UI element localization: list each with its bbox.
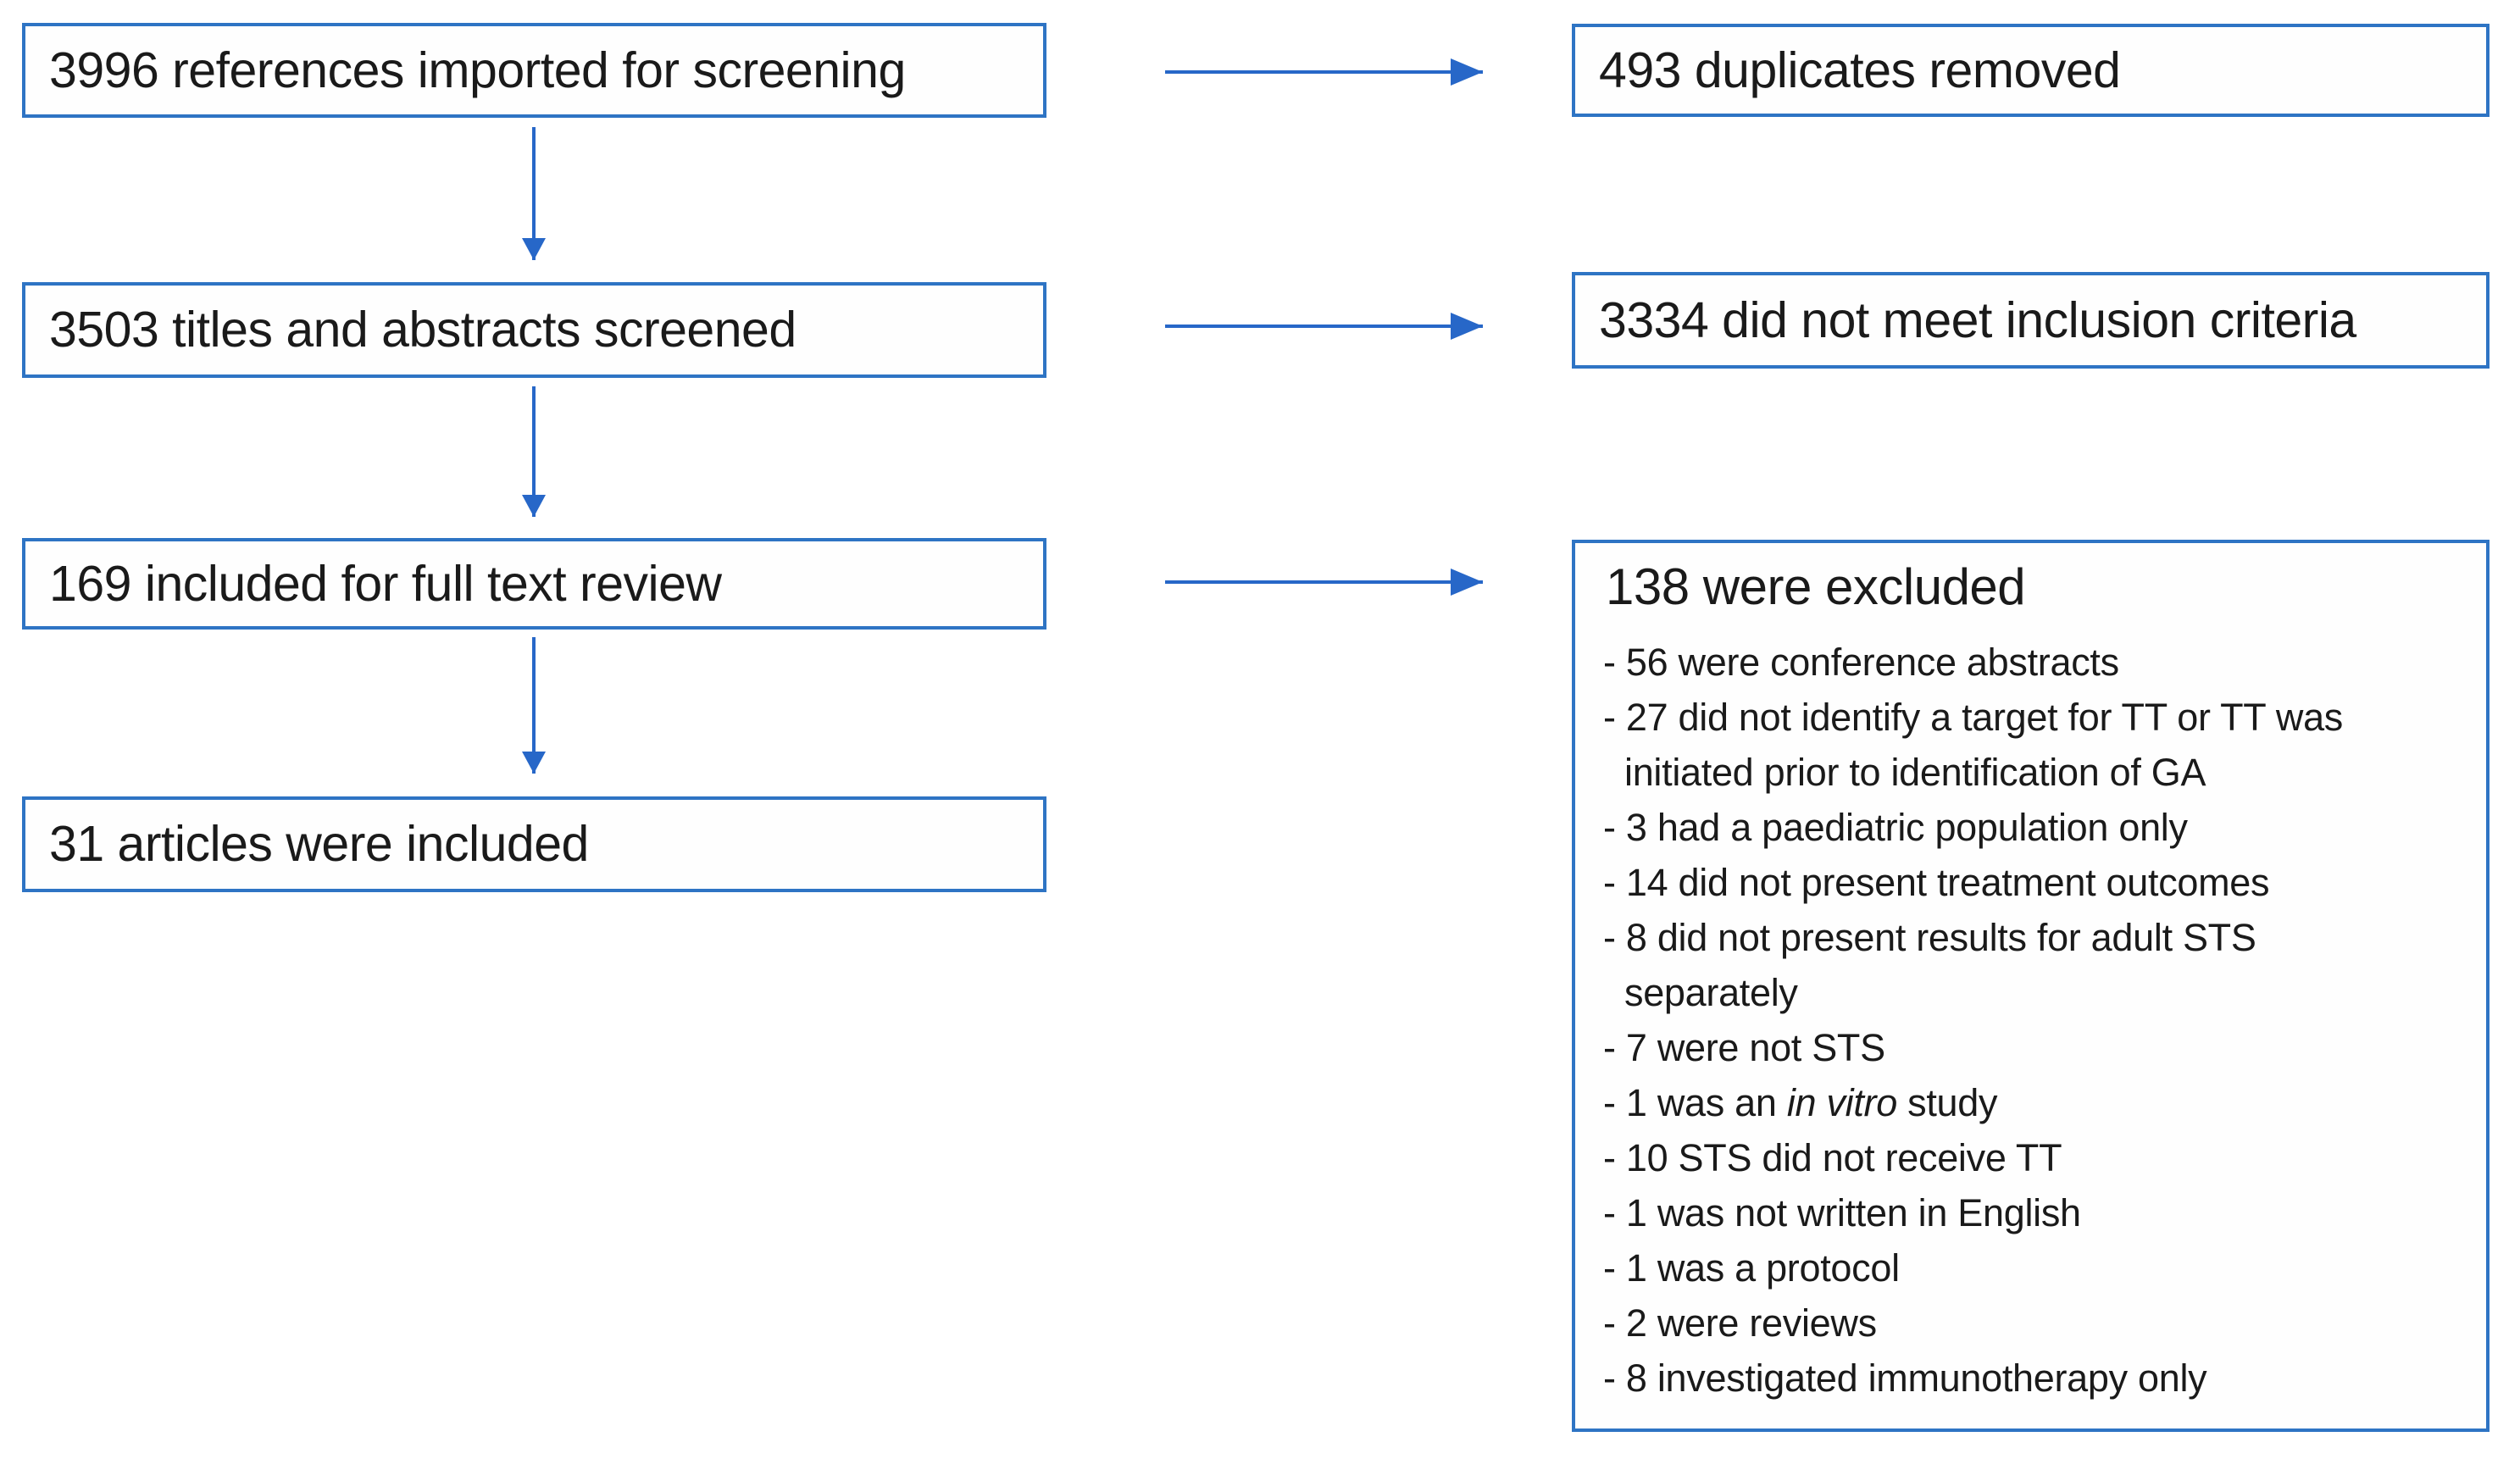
exclusion-item: - 1 was an in vitro study (1603, 1081, 1998, 1124)
exclusion-item: - 56 were conference abstracts (1603, 641, 2119, 684)
exclusion-item: - 1 was a protocol (1603, 1246, 1900, 1290)
exclusion-item: - 10 STS did not receive TT (1603, 1136, 2062, 1179)
box-articles-included-label: 31 articles were included (49, 816, 589, 873)
box-titles-abstracts-screened: 3503 titles and abstracts screened (22, 282, 1046, 378)
exclusion-item: - 8 investigated immunotherapy only (1603, 1356, 2207, 1400)
box-articles-included: 31 articles were included (22, 796, 1046, 892)
box-duplicates-removed-label: 493 duplicates removed (1599, 42, 2121, 98)
box-full-text-review: 169 included for full text review (22, 538, 1046, 630)
box-duplicates-removed: 493 duplicates removed (1572, 24, 2489, 117)
box-not-meeting-inclusion: 3334 did not meet inclusion criteria (1572, 272, 2489, 369)
exclusion-item: - 7 were not STS (1603, 1026, 1885, 1069)
exclusion-item: - 1 was not written in English (1603, 1191, 2081, 1234)
box-full-text-review-label: 169 included for full text review (49, 555, 722, 612)
box-exclusions: 138 were excluded - 56 were conference a… (1572, 540, 2489, 1432)
exclusion-item: - 3 had a paediatric population only (1603, 806, 2188, 849)
box-references-imported: 3996 references imported for screening (22, 23, 1046, 118)
exclusion-item: - 8 did not present results for adult ST… (1603, 916, 2256, 1014)
exclusion-item: - 14 did not present treatment outcomes (1603, 861, 2270, 904)
box-references-imported-label: 3996 references imported for screening (49, 42, 906, 98)
exclusions-title: 138 were excluded (1606, 558, 2026, 615)
box-not-meeting-inclusion-label: 3334 did not meet inclusion criteria (1599, 291, 2356, 348)
exclusion-list: - 56 were conference abstracts - 27 did n… (1575, 635, 2486, 1406)
exclusion-item: - 2 were reviews (1603, 1301, 1877, 1345)
exclusion-item: - 27 did not identify a target for TT or… (1603, 696, 2344, 794)
box-titles-abstracts-screened-label: 3503 titles and abstracts screened (49, 302, 797, 358)
